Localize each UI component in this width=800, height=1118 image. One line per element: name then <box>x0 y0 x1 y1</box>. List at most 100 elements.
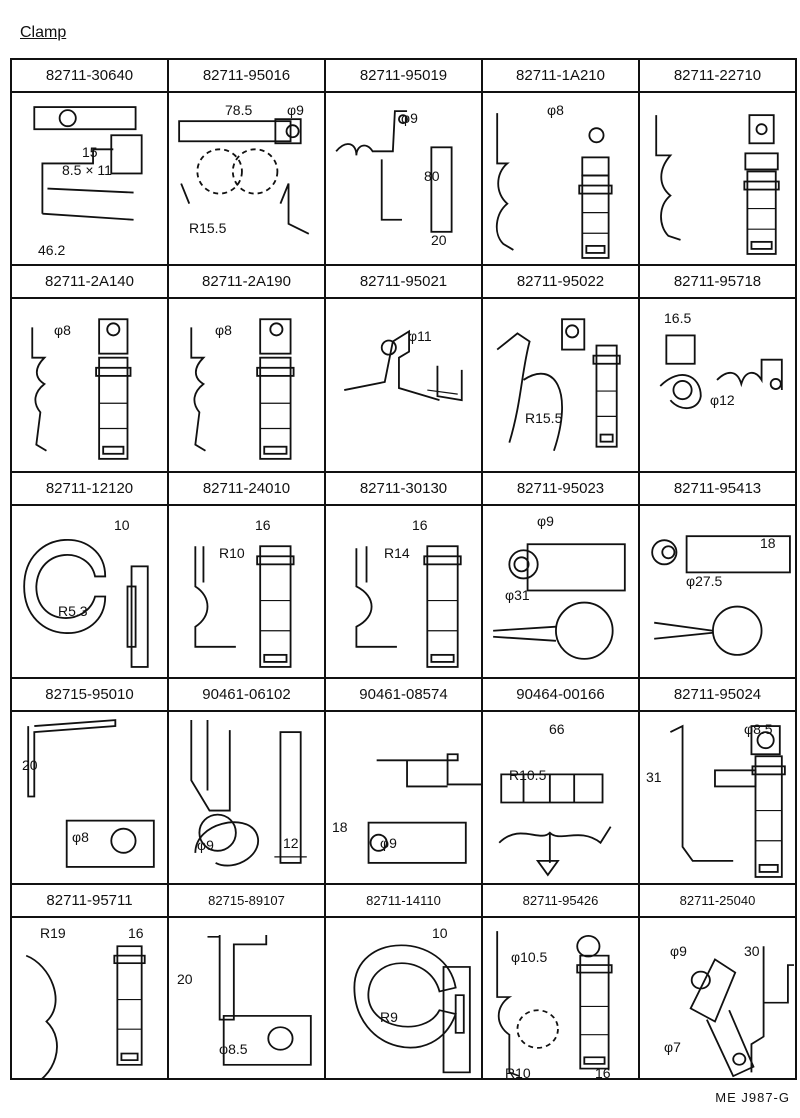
dimension-label: φ9 <box>197 837 214 853</box>
clamp-cell: 82711-2A190 φ8 <box>167 264 326 473</box>
clamp-cell: 82711-95024 φ8.5 31 <box>638 677 797 885</box>
clamp-drawing: 15 8.5 × 11 46.2 <box>12 93 167 264</box>
part-number: 82711-2A140 <box>12 266 167 299</box>
dimension-label: R10 <box>505 1065 531 1080</box>
dimension-label: φ27.5 <box>686 573 723 589</box>
part-number: 90464-00166 <box>483 679 638 712</box>
clamp-cell: 82711-22710 <box>638 58 797 266</box>
dimension-label: 20 <box>22 757 38 773</box>
dimension-label: 15 <box>82 144 98 160</box>
dimension-label: 80 <box>424 168 440 184</box>
part-number: 82711-95022 <box>483 266 638 299</box>
dimension-label: 8.5 × 11 <box>62 162 112 178</box>
dimension-label: 78.5 <box>225 102 253 118</box>
part-number: 90461-08574 <box>326 679 481 712</box>
dimension-label: φ8.5 <box>219 1041 248 1057</box>
clamp-drawing: 16.5 φ12 <box>640 299 795 471</box>
part-number: 82711-95023 <box>483 473 638 506</box>
clamp-drawing: φ8 <box>483 93 638 264</box>
dimension-label: 16 <box>595 1065 611 1080</box>
dimension-label: 12 <box>283 835 299 851</box>
dimension-label: φ12 <box>710 392 735 408</box>
clamp-cell: 90461-08574 18 φ9 <box>324 677 483 885</box>
dimension-label: φ9 <box>380 835 397 851</box>
part-number: 82711-95024 <box>640 679 795 712</box>
part-number: 82711-30640 <box>12 60 167 93</box>
dimension-label: φ7 <box>664 1039 681 1055</box>
clamp-drawing: φ11 <box>326 299 481 471</box>
drawing-code: ME J987-G <box>715 1090 790 1105</box>
part-number: 90461-06102 <box>169 679 324 712</box>
dimension-label: 10 <box>114 517 130 533</box>
clamp-drawing: R15.5 <box>483 299 638 471</box>
dimension-label: φ9 <box>670 943 687 959</box>
clamp-drawing: φ8 <box>12 299 167 471</box>
part-number: 82711-12120 <box>12 473 167 506</box>
dimension-label: φ8 <box>54 322 71 338</box>
dimension-label: 16.5 <box>664 310 692 326</box>
part-number: 82711-30130 <box>326 473 481 506</box>
dimension-label: 46.2 <box>38 242 66 258</box>
dimension-label: φ9 <box>287 102 304 118</box>
dimension-label: φ8 <box>72 829 89 845</box>
dimension-label: φ8.5 <box>744 721 773 737</box>
part-number: 82711-95426 <box>483 885 638 918</box>
dimension-label: 66 <box>549 721 565 737</box>
dimension-label: R15.5 <box>189 220 227 236</box>
dimension-label: φ9 <box>401 110 418 126</box>
dimension-label: 31 <box>646 769 662 785</box>
dimension-label: R19 <box>40 925 66 941</box>
clamp-cell: 82715-95010 20 φ8 <box>10 677 169 885</box>
clamp-cell: 90461-06102 φ9 12 <box>167 677 326 885</box>
part-number: 82715-95010 <box>12 679 167 712</box>
dimension-label: 16 <box>128 925 144 941</box>
part-number: 82715-89107 <box>169 885 324 918</box>
dimension-label: φ8 <box>547 102 564 118</box>
dimension-label: 16 <box>255 517 271 533</box>
dimension-label: R9 <box>380 1009 398 1025</box>
clamp-drawing: φ9 12 <box>169 712 324 883</box>
dimension-label: R10.5 <box>509 767 547 783</box>
part-number: 82711-95021 <box>326 266 481 299</box>
clamp-cell: 82711-1A210 φ8 <box>481 58 640 266</box>
dimension-label: R15.5 <box>525 410 563 426</box>
clamp-drawing: φ8.5 31 <box>640 712 795 883</box>
clamp-drawing: φ8 <box>169 299 324 471</box>
part-number: 82711-1A210 <box>483 60 638 93</box>
dimension-label: R14 <box>384 545 410 561</box>
clamp-drawing: 18 φ27.5 <box>640 506 795 677</box>
dimension-label: R5.3 <box>58 603 88 619</box>
dimension-label: 18 <box>332 819 348 835</box>
dimension-label: 16 <box>412 517 428 533</box>
part-number: 82711-25040 <box>640 885 795 918</box>
part-number: 82711-2A190 <box>169 266 324 299</box>
part-number: 82711-95711 <box>12 885 167 918</box>
dimension-label: 18 <box>760 535 776 551</box>
dimension-label: φ11 <box>408 328 432 344</box>
dimension-label: φ8 <box>215 322 232 338</box>
